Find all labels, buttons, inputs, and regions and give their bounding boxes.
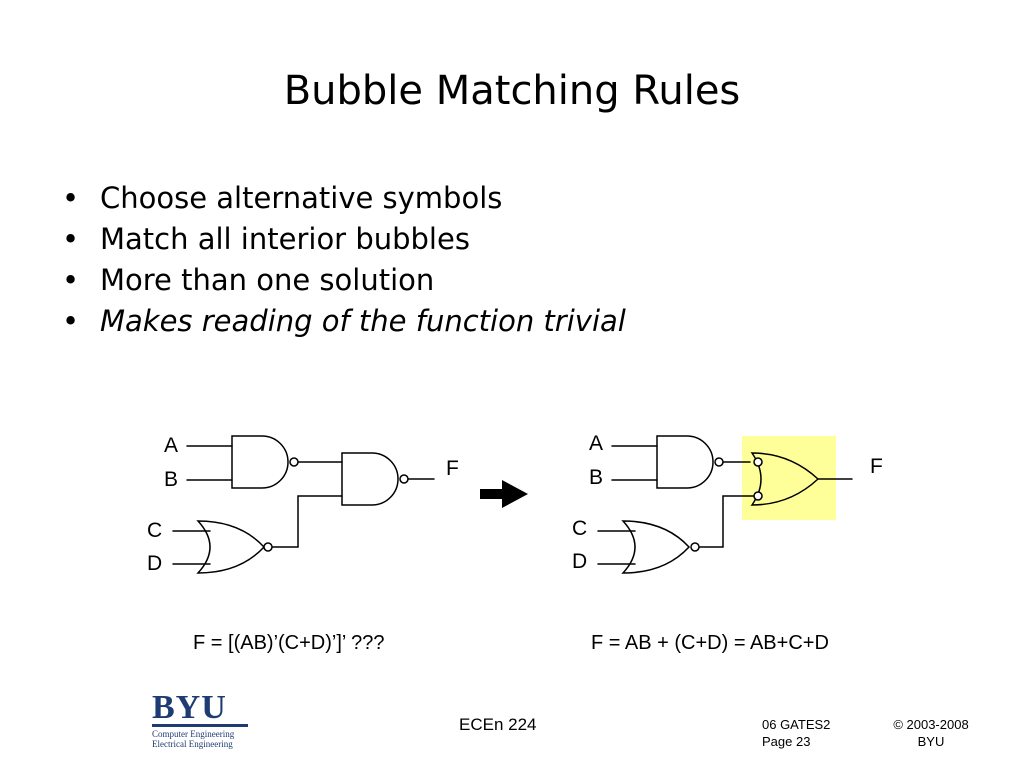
bullet-dot: • <box>62 304 80 338</box>
bullet-item: • Makes reading of the function trivial <box>62 301 626 342</box>
copyright-info: © 2003-2008 BYU <box>888 716 974 750</box>
bullet-dot: • <box>62 181 80 215</box>
logo-bar <box>152 724 248 727</box>
input-label-c: C <box>572 517 587 540</box>
lecture-name: 06 GATES2 <box>762 717 831 732</box>
bullet-text: Match all interior bubbles <box>100 222 470 256</box>
inversion-bubble <box>263 542 273 552</box>
bullet-item: • Match all interior bubbles <box>62 219 626 260</box>
right-circuit <box>597 435 853 574</box>
bullet-text: Makes reading of the function trivial <box>100 304 626 338</box>
copyright-text: © 2003-2008 <box>893 717 969 732</box>
bullet-dot: • <box>62 222 80 256</box>
output-label-f: F <box>870 455 883 478</box>
bullet-item: • Choose alternative symbols <box>62 178 626 219</box>
nor-gate <box>621 520 691 574</box>
logo-line-1: Computer Engineering <box>152 729 235 739</box>
right-equation: F = AB + (C+D) = AB+C+D <box>591 632 829 654</box>
inversion-bubble <box>399 474 409 484</box>
nand-gate-2 <box>341 452 399 506</box>
left-labels: A B C D F <box>147 434 459 575</box>
org-text: BYU <box>917 734 945 749</box>
byu-logo: BYU Computer Engineering Electrical Engi… <box>152 689 256 749</box>
inversion-bubble <box>714 457 724 467</box>
left-equation: F = [(AB)’(C+D)’]’ ??? <box>193 632 385 654</box>
logo-wordmark: BYU <box>152 689 227 726</box>
input-label-b: B <box>164 468 178 491</box>
bullet-list: • Choose alternative symbols • Match all i… <box>62 178 626 342</box>
bullet-item: • More than one solution <box>62 260 626 301</box>
inversion-bubble <box>753 457 763 467</box>
bullet-dot: • <box>62 263 80 297</box>
right-labels: A B C D F <box>572 432 883 573</box>
nor-gate <box>196 520 266 574</box>
logo-line-2: Electrical Engineering <box>152 739 233 749</box>
page-number: Page 23 <box>762 734 811 749</box>
bullet-text: Choose alternative symbols <box>100 181 503 215</box>
input-label-d: D <box>147 552 162 575</box>
right-arrow-icon <box>480 480 528 508</box>
output-label-f: F <box>446 457 459 480</box>
course-name: ECEn 224 <box>459 715 537 734</box>
input-label-a: A <box>589 432 603 455</box>
nand-gate <box>656 435 714 489</box>
inversion-bubble <box>690 542 700 552</box>
nand-gate-1 <box>231 435 289 489</box>
input-label-c: C <box>147 519 162 542</box>
lecture-info: 06 GATES2 Page 23 <box>762 716 830 750</box>
inversion-bubble <box>289 457 299 467</box>
or-gate-inverted-inputs <box>750 452 820 506</box>
slide-title: Bubble Matching Rules <box>283 68 741 114</box>
highlight-box <box>742 436 836 520</box>
input-label-a: A <box>164 434 178 457</box>
bullet-text: More than one solution <box>100 263 435 297</box>
left-circuit <box>172 435 435 574</box>
inversion-bubble <box>753 491 763 501</box>
input-label-d: D <box>572 550 587 573</box>
input-label-b: B <box>589 466 603 489</box>
